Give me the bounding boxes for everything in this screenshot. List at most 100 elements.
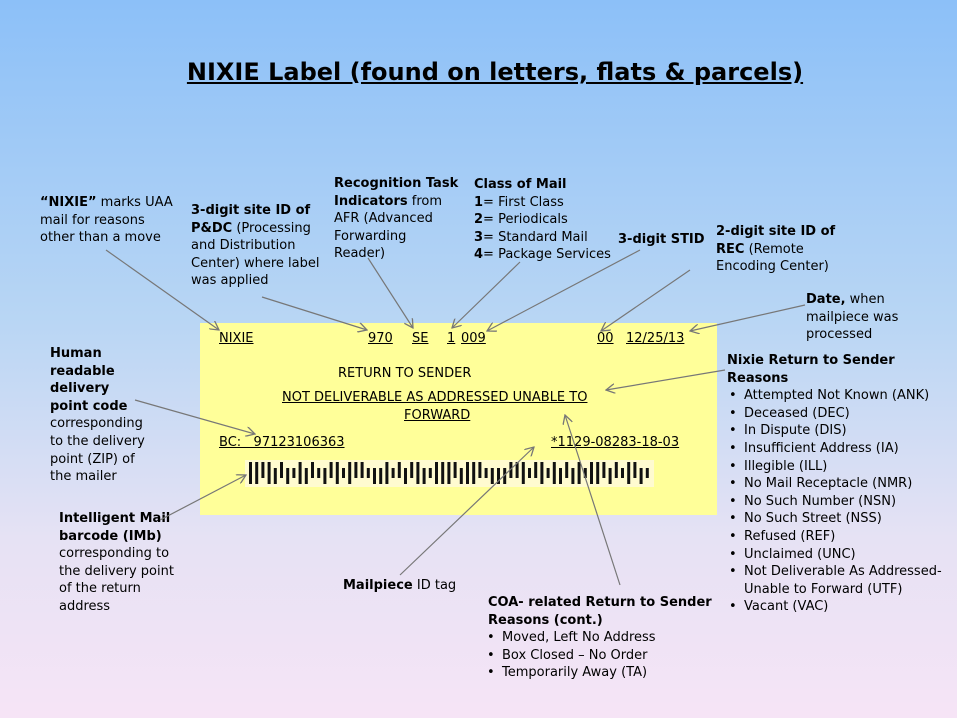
barcode-bar (608, 468, 612, 484)
arrow-rec (601, 269, 691, 331)
label-reason-line2: FORWARD (404, 408, 471, 423)
barcode-bar (528, 468, 531, 478)
reason-item: Moved, Left No Address (485, 629, 728, 647)
barcode-bar (373, 468, 376, 484)
barcode-bar (466, 462, 469, 484)
pdc-note: 3-digit site ID of P&DC (Processing and … (191, 202, 331, 290)
imb-barcode (245, 460, 654, 487)
barcode-bar (286, 468, 290, 484)
barcode-bar (391, 468, 395, 478)
coa-reasons: COA- related Return to Sender Reasons (c… (485, 594, 728, 682)
note-text: when mailpiece was processed (806, 292, 899, 343)
arrow-rti (367, 257, 413, 328)
barcode-bar (515, 462, 519, 478)
note-text: corresponding to the delivery point of t… (59, 546, 174, 614)
barcode-bar (441, 462, 445, 484)
barcode-bar (311, 462, 314, 478)
barcode-bar (280, 462, 283, 478)
label-stid: 009 (461, 331, 486, 346)
barcode-bar (317, 468, 321, 478)
note-heading: Date, (806, 292, 846, 307)
barcode-bar (621, 468, 624, 478)
barcode-bar (298, 462, 302, 484)
barcode-bar (596, 462, 600, 484)
barcode-bar (503, 468, 507, 484)
note-text: marks UAA mail for reasons other than a … (40, 195, 173, 246)
class-item: 3= Standard Mail (474, 229, 588, 245)
barcode-bar (490, 468, 494, 484)
barcode-bar (478, 462, 482, 478)
label-nixie: NIXIE (219, 331, 254, 346)
arrow-pdc (261, 296, 367, 330)
barcode-bar (497, 468, 500, 484)
label-rec: 00 (597, 331, 614, 346)
note-text: (Processing and Distribution Center) whe… (191, 220, 320, 289)
label-rti: SE (412, 331, 429, 346)
barcode-bar (261, 462, 265, 478)
barcode-bar (459, 468, 463, 484)
barcode-bar (633, 462, 637, 478)
nixie-label: NIXIE 970 SE 1 009 00 12/25/13 RETURN TO… (200, 323, 717, 515)
barcode-bar (509, 462, 513, 478)
barcode-bar (614, 462, 618, 478)
note-heading: Class of Mail (474, 177, 567, 192)
note-text: (Remote Encoding Center) (716, 241, 829, 275)
rec-note: 2-digit site ID of REC (Remote Encoding … (716, 223, 841, 276)
barcode-bar (428, 468, 432, 478)
barcode-bar (416, 462, 420, 484)
nixie-reasons-list: Attempted Not Known (ANK)Deceased (DEC)I… (727, 387, 947, 616)
barcode-bar (453, 462, 457, 478)
stid-note: 3-digit STID (618, 232, 705, 247)
reason-item: Vacant (VAC) (727, 598, 947, 616)
barcode-bar (292, 468, 296, 478)
barcode-bar (546, 468, 550, 478)
barcode-bar (484, 468, 488, 478)
reason-item: No Such Street (NSS) (727, 510, 947, 528)
barcode-bar (590, 462, 593, 484)
barcode-bar (273, 468, 277, 484)
nixie-reasons: Nixie Return to Sender Reasons Attempted… (727, 352, 947, 616)
barcode-bar (404, 468, 407, 484)
barcode-bar (249, 462, 252, 484)
nixie-note: “NIXIE” marks UAA mail for reasons other… (40, 194, 180, 247)
arrow-coa (565, 415, 621, 586)
barcode-bar (559, 468, 562, 484)
reason-item: Temporarily Away (TA) (485, 664, 728, 682)
barcode-bar (552, 462, 556, 484)
note-heading: Intelligent Mail barcode (IMb) (59, 511, 171, 544)
class-item: 4= Package Services (474, 247, 611, 263)
human-readable-note: Human readable delivery point code corre… (50, 345, 150, 486)
label-class: 1 (447, 331, 456, 346)
barcode-bar (447, 462, 451, 484)
reason-item: Box Closed – No Order (485, 647, 728, 665)
class-item: 1= First Class (474, 194, 564, 210)
note-heading: 3-digit site ID of P&DC (191, 203, 311, 236)
note-heading: Nixie Return to Sender Reasons (727, 353, 895, 386)
label-return: RETURN TO SENDER (338, 366, 472, 381)
barcode-bar (540, 462, 544, 484)
reason-item: Not Deliverable As Addressed- Unable to … (727, 563, 947, 598)
page-title: NIXIE Label (found on letters, flats & p… (186, 58, 804, 86)
barcode-bar (435, 462, 438, 484)
reason-item: No Such Number (NSN) (727, 493, 947, 511)
reason-item: Unclaimed (UNC) (727, 546, 947, 564)
barcode-bar (571, 468, 575, 484)
label-pdc: 970 (368, 331, 393, 346)
mailpiece-note: Mailpiece ID tag (343, 578, 457, 593)
label-reason-line1: NOT DELIVERABLE AS ADDRESSED UNABLE TO (282, 390, 588, 405)
barcode-bar (472, 462, 476, 484)
note-heading: “NIXIE” (40, 195, 97, 210)
barcode-bar (255, 462, 259, 484)
barcode-bar (304, 468, 308, 484)
barcode-bar (385, 462, 389, 484)
coa-reasons-list: Moved, Left No AddressBox Closed – No Or… (485, 629, 728, 682)
label-date: 12/25/13 (626, 331, 685, 346)
barcode-bar (267, 462, 271, 484)
class-item: 2= Periodicals (474, 212, 568, 228)
barcode-bar (534, 462, 538, 478)
date-note: Date, when mailpiece was processed (806, 291, 916, 344)
class-of-mail-note: Class of Mail 1= First Class 2= Periodic… (474, 176, 624, 264)
note-heading: Human readable delivery point code (50, 346, 128, 414)
barcode-bar (410, 462, 414, 478)
